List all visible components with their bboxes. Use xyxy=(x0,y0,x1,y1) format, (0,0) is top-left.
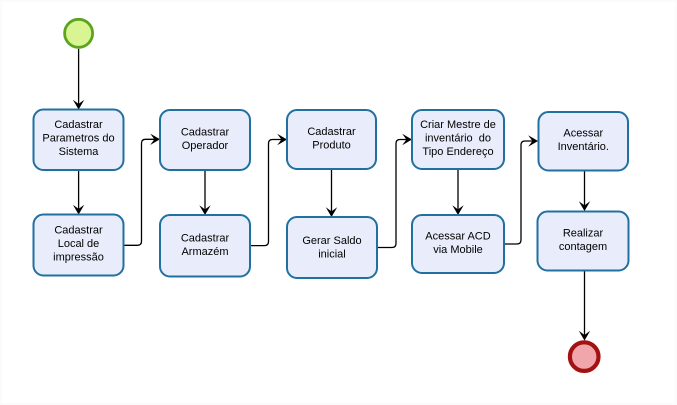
svg-text:inventário do: inventário do xyxy=(425,133,491,145)
svg-text:Realizar: Realizar xyxy=(563,228,604,240)
svg-text:Acessar ACD: Acessar ACD xyxy=(425,231,490,243)
svg-text:Operador: Operador xyxy=(182,140,229,152)
svg-text:Armazém: Armazém xyxy=(181,246,228,258)
svg-text:Cadastrar: Cadastrar xyxy=(307,126,356,138)
svg-text:impressão: impressão xyxy=(53,252,104,264)
svg-text:Cadastrar: Cadastrar xyxy=(54,225,103,237)
svg-text:via Mobile: via Mobile xyxy=(433,244,483,256)
svg-text:Cadastrar: Cadastrar xyxy=(181,233,230,245)
svg-text:Criar Mestre de: Criar Mestre de xyxy=(420,119,496,131)
svg-text:Parametros do: Parametros do xyxy=(42,133,114,145)
svg-text:Inventário.: Inventário. xyxy=(558,141,609,153)
svg-text:inicial: inicial xyxy=(318,249,346,261)
svg-text:Cadastrar: Cadastrar xyxy=(181,127,230,139)
svg-text:Cadastrar: Cadastrar xyxy=(54,119,103,131)
svg-text:Produto: Produto xyxy=(312,140,351,152)
svg-text:contagem: contagem xyxy=(559,241,607,253)
svg-text:Acessar: Acessar xyxy=(563,128,603,140)
svg-text:Gerar Saldo: Gerar Saldo xyxy=(302,235,361,247)
svg-text:Tipo Endereço: Tipo Endereço xyxy=(422,146,493,158)
svg-text:Local de: Local de xyxy=(58,238,100,250)
svg-text:Sistema: Sistema xyxy=(59,146,100,158)
